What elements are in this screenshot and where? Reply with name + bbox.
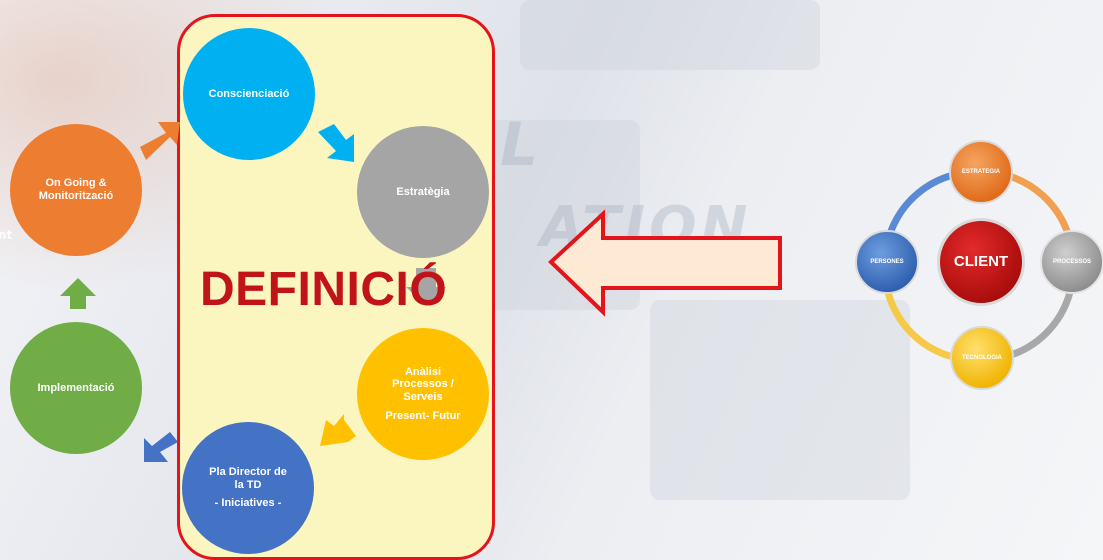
arrow-orange-icon [140, 122, 180, 160]
background-watermark-l: L [500, 110, 539, 180]
ongoing-line-2: Monitorització [38, 190, 114, 202]
consciencia-label: Conscienciació [208, 87, 290, 100]
implementacio-label: Implementació [37, 381, 115, 394]
analisi-line-1: Anàlisi [404, 365, 442, 378]
pla-subtitle: - Iniciatives - [214, 497, 282, 510]
client-bottom-circle: TECNOLOGIA [950, 326, 1014, 390]
analisi-line-3: Serveis [403, 391, 443, 403]
arrow-gray-icon [406, 268, 446, 306]
client-bottom-label: TECNOLOGIA [962, 354, 1002, 361]
arrow-blue-icon [318, 124, 354, 162]
client-left-circle: PERSONES [855, 230, 919, 294]
keyboard-key-shape [520, 0, 820, 70]
analisi-subtitle: Present- Futur [385, 409, 461, 422]
client-top-circle: ESTRATEGIA [949, 140, 1013, 204]
arrow-green-icon [60, 278, 96, 309]
keyboard-key-shape [650, 300, 910, 500]
client-right-label: PROCESSOS [1052, 258, 1091, 265]
estrategia-circle: Estratègia [357, 126, 489, 258]
big-left-arrow-icon [548, 209, 782, 317]
pla-line-2: la TD [234, 478, 262, 491]
client-top-label: ESTRATEGIA [961, 168, 1001, 175]
ongoing-line-1: On Going & [45, 177, 107, 190]
analisi-circle: Anàlisi Processos / Serveis Present- Fut… [357, 328, 489, 460]
implementacio-circle: Implementació [10, 322, 142, 454]
client-right-circle: PROCESSOS [1040, 230, 1103, 294]
ongoing-circle: On Going & Monitorització [10, 124, 142, 256]
arrow-yellow-icon [320, 414, 356, 446]
analisi-line-2: Processos / [392, 378, 454, 391]
client-label: CLIENT [953, 253, 1009, 271]
client-center-circle: CLIENT [937, 218, 1025, 306]
pla-line-1: Pla Director de [209, 466, 287, 479]
arrow-navy-icon [144, 432, 178, 462]
consciencia-circle: Conscienciació [183, 28, 315, 160]
client-left-label: PERSONES [870, 258, 904, 265]
background-side-text: nt [0, 228, 13, 242]
estrategia-label: Estratègia [396, 185, 450, 198]
pla-director-circle: Pla Director de la TD - Iniciatives - [182, 422, 314, 554]
definicio-title: DEFINICIÓ [200, 263, 448, 316]
